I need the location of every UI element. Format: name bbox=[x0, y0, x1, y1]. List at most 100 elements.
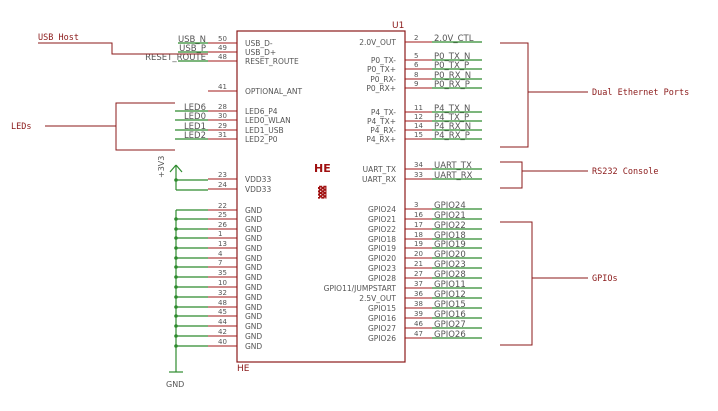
pin-number: 7 bbox=[218, 259, 222, 267]
chip-name-bottom: HE bbox=[237, 364, 250, 374]
pin-number: 8 bbox=[414, 71, 418, 79]
power-arrow-left bbox=[169, 164, 177, 173]
annotation-rs232: RS232 Console bbox=[500, 161, 659, 189]
pin-number: 4 bbox=[218, 250, 223, 258]
pin-number: 23 bbox=[218, 171, 227, 179]
pin-number: 22 bbox=[218, 202, 227, 210]
net-label: P0_TX_P bbox=[434, 61, 469, 71]
pin-name: GPIO26 bbox=[368, 334, 396, 343]
pin-name: GPIO21 bbox=[368, 215, 396, 224]
pin-name: LED6_P4 bbox=[245, 107, 278, 116]
pin-number: 31 bbox=[218, 131, 227, 139]
pin-name: GND bbox=[245, 215, 262, 224]
power-junction bbox=[174, 178, 178, 182]
pin-number: 6 bbox=[414, 61, 419, 69]
pin-name: P4_TX- bbox=[371, 108, 396, 117]
pin-name: GND bbox=[245, 342, 262, 351]
net-label: UART_RX bbox=[434, 171, 473, 181]
gpios-label: GPIOs bbox=[592, 274, 618, 284]
pin-number: 30 bbox=[218, 112, 227, 120]
right-pin: 9P0_RX+P0_RX_P bbox=[366, 80, 482, 93]
pin-number: 47 bbox=[414, 330, 423, 338]
pin-name: GPIO20 bbox=[368, 254, 396, 263]
annotation-usb-host: USB Host bbox=[38, 33, 208, 55]
pin-number: 48 bbox=[218, 299, 227, 307]
pin-number: 48 bbox=[218, 53, 227, 61]
pin-name: GND bbox=[245, 293, 262, 302]
pin-name: GPIO18 bbox=[368, 235, 396, 244]
net-label: UART_TX bbox=[434, 161, 472, 171]
gpios-bracket bbox=[500, 221, 533, 346]
ethernet-label: Dual Ethernet Ports bbox=[592, 88, 689, 98]
pin-name: UART_TX bbox=[363, 165, 396, 174]
pin-name: P4_RX+ bbox=[366, 135, 396, 144]
pin-number: 2 bbox=[414, 34, 418, 42]
pin-number: 12 bbox=[414, 113, 423, 121]
pin-number: 27 bbox=[414, 270, 423, 278]
rs232-label: RS232 Console bbox=[592, 167, 659, 177]
pin-name: P4_RX- bbox=[370, 126, 396, 135]
pin-number: 38 bbox=[414, 300, 423, 308]
power-net: +3V3 bbox=[157, 156, 208, 191]
pin-name: GND bbox=[245, 254, 262, 263]
net-label: GPIO12 bbox=[434, 290, 466, 300]
net-label: GPIO16 bbox=[434, 310, 466, 320]
pin-name: GPIO22 bbox=[368, 225, 396, 234]
rs232-bracket bbox=[500, 161, 523, 189]
net-label: 2.0V_CTL bbox=[434, 34, 474, 44]
pin-name: 2.5V_OUT bbox=[359, 294, 396, 303]
pin-name: VDD33 bbox=[245, 185, 271, 194]
pin-name: P0_TX+ bbox=[367, 65, 396, 74]
pin-number: 44 bbox=[218, 318, 227, 326]
pin-number: 20 bbox=[414, 250, 423, 258]
pin-name: GND bbox=[245, 263, 262, 272]
pin-name: GND bbox=[245, 312, 262, 321]
pin-number: 42 bbox=[218, 328, 227, 336]
net-label: P0_TX_N bbox=[434, 52, 470, 62]
net-label: P4_RX_P bbox=[434, 131, 470, 141]
net-label: GPIO23 bbox=[434, 260, 466, 270]
pin-number: 45 bbox=[218, 308, 227, 316]
pin-name: USB_D- bbox=[245, 39, 273, 48]
pin-name: GND bbox=[245, 234, 262, 243]
right-pin: 8P0_RX-P0_RX_N bbox=[370, 71, 482, 84]
pin-number: 15 bbox=[414, 131, 423, 139]
pin-number: 18 bbox=[414, 231, 423, 239]
pin-name: GND bbox=[245, 225, 262, 234]
pin-name: 2.0V_OUT bbox=[359, 38, 396, 47]
pin-name: GPIO24 bbox=[368, 205, 396, 214]
pin-number: 36 bbox=[414, 290, 423, 298]
chip-value: HE bbox=[314, 162, 331, 175]
pin-number: 29 bbox=[218, 122, 227, 130]
net-label: USB_N bbox=[178, 35, 206, 45]
pin-name: GND bbox=[245, 244, 262, 253]
net-label: GPIO21 bbox=[434, 211, 466, 221]
pin-name: GND bbox=[245, 273, 262, 282]
pin-number: 41 bbox=[218, 83, 227, 91]
power-arrow-right bbox=[175, 164, 183, 173]
annotation-ethernet: Dual Ethernet Ports bbox=[500, 42, 689, 148]
pin-number: 49 bbox=[218, 44, 227, 52]
pin-name: P0_RX- bbox=[370, 75, 396, 84]
pin-number: 5 bbox=[414, 52, 418, 60]
